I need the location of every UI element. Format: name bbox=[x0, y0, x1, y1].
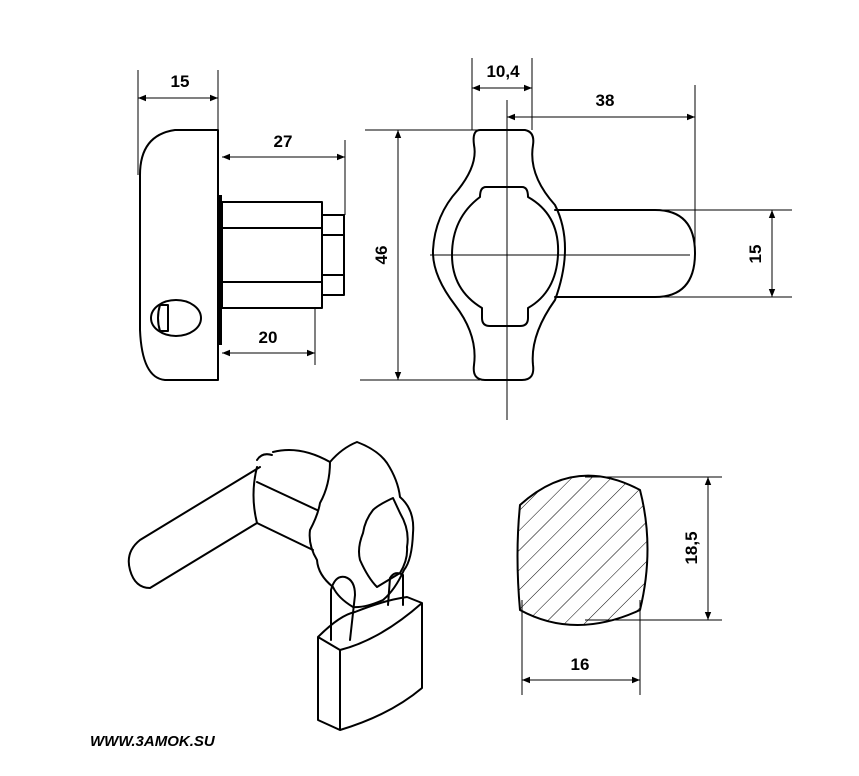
cylinder bbox=[221, 201, 323, 309]
dim-10-4: 10,4 bbox=[486, 62, 520, 81]
flange bbox=[217, 195, 222, 345]
dim-18-5: 18,5 bbox=[682, 531, 701, 564]
front-view: 46 10,4 38 15 bbox=[360, 58, 792, 420]
dim-15-side: 15 bbox=[171, 72, 190, 91]
iso-cylinder bbox=[252, 449, 331, 551]
nut bbox=[321, 214, 345, 296]
lock-body bbox=[139, 129, 219, 381]
isometric-view bbox=[127, 441, 423, 731]
side-view: 15 27 20 bbox=[137, 70, 346, 381]
handle-cutout bbox=[451, 186, 560, 327]
dim-46: 46 bbox=[372, 246, 391, 265]
iso-lever bbox=[127, 466, 261, 589]
keyhole bbox=[150, 299, 202, 337]
dim-27: 27 bbox=[274, 132, 293, 151]
website-url: WWW.3AMOK.SU bbox=[90, 733, 215, 750]
section-view: 18,5 16 bbox=[516, 474, 722, 695]
iso-padlock bbox=[317, 596, 423, 731]
iso-shackle bbox=[330, 572, 404, 641]
handle bbox=[431, 129, 566, 381]
dim-38: 38 bbox=[596, 91, 615, 110]
iso-handle bbox=[308, 441, 415, 609]
dim-16: 16 bbox=[571, 655, 590, 674]
dim-15-front: 15 bbox=[746, 245, 765, 264]
lever bbox=[554, 209, 696, 298]
dim-20: 20 bbox=[259, 328, 278, 347]
